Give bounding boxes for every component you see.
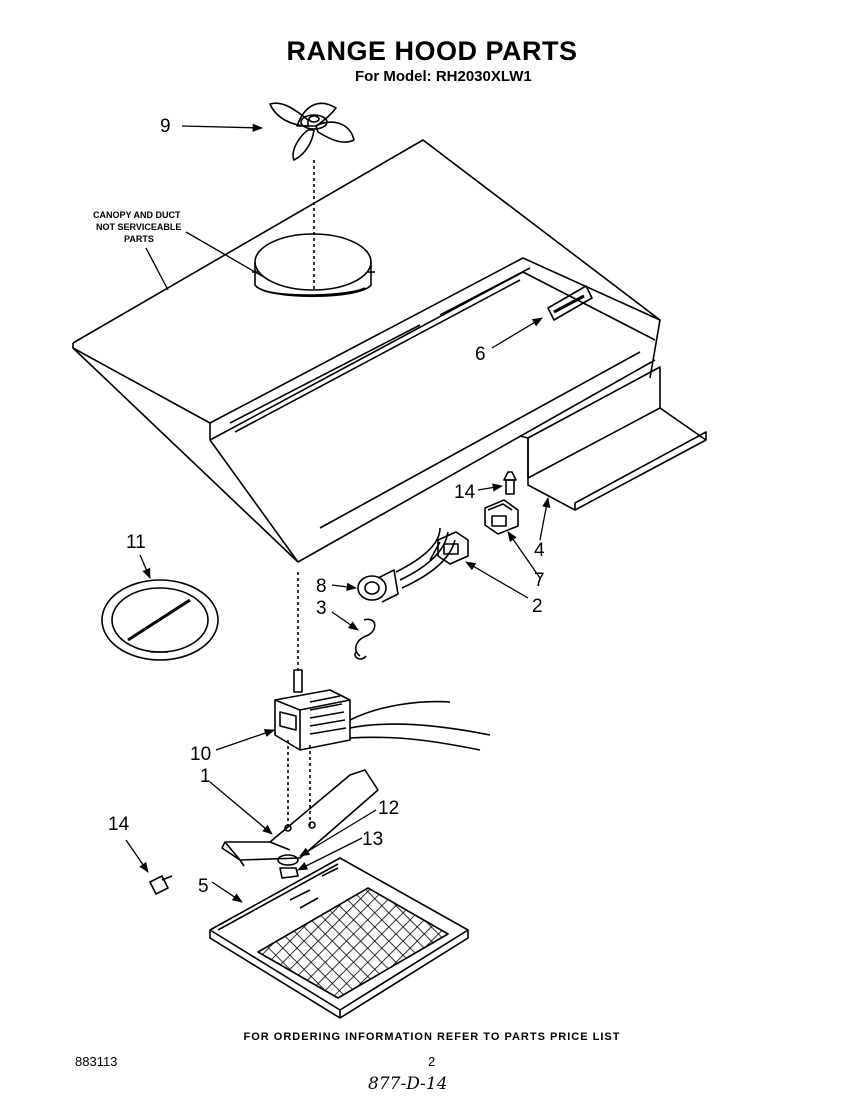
fan-guard-ring xyxy=(101,579,219,661)
fan-motor xyxy=(274,572,491,830)
nameplate xyxy=(547,285,593,321)
switch xyxy=(429,531,469,565)
damper-plate xyxy=(519,366,707,511)
callout-4: 4 xyxy=(534,540,545,561)
callout-3: 3 xyxy=(316,598,327,619)
callout-8: 8 xyxy=(316,576,327,597)
callout-14-lower: 14 xyxy=(108,814,130,835)
canopy-note-line2: NOT SERVICEABLE xyxy=(96,222,181,232)
hood-canopy xyxy=(72,139,661,563)
page-title: RANGE HOOD PARTS xyxy=(286,36,578,66)
lamp-socket xyxy=(357,527,456,603)
rocker-switch xyxy=(484,499,519,535)
ordering-note: FOR ORDERING INFORMATION REFER TO PARTS … xyxy=(243,1031,621,1043)
callout-2: 2 xyxy=(532,596,543,617)
screw-lower xyxy=(149,875,173,895)
canopy-note-line3: PARTS xyxy=(124,234,154,244)
document-code: 883113 xyxy=(75,1054,118,1069)
callout-5: 5 xyxy=(198,876,209,897)
callout-1: 1 xyxy=(200,766,211,787)
canopy-note-line1: CANOPY AND DUCT xyxy=(93,210,181,220)
lamp-clip xyxy=(354,618,376,660)
fan-blade xyxy=(269,102,355,290)
grease-filter xyxy=(209,857,469,1019)
callout-leaders xyxy=(125,123,551,903)
callout-9: 9 xyxy=(160,116,171,137)
nut xyxy=(279,867,299,879)
callout-12: 12 xyxy=(378,798,399,819)
callout-13: 13 xyxy=(362,829,383,850)
motor-bracket xyxy=(221,769,379,867)
callout-6: 6 xyxy=(475,344,486,365)
duct-collar xyxy=(252,233,375,298)
callout-11: 11 xyxy=(126,532,146,553)
washer xyxy=(277,854,299,866)
model-subtitle: For Model: RH2030XLW1 xyxy=(355,68,532,85)
callout-14-upper: 14 xyxy=(454,482,476,503)
callout-7: 7 xyxy=(534,570,545,591)
handwritten-code: 877-D-14 xyxy=(368,1074,448,1094)
callout-10: 10 xyxy=(190,744,211,765)
page-number: 2 xyxy=(428,1054,436,1069)
screw-upper xyxy=(503,471,517,495)
